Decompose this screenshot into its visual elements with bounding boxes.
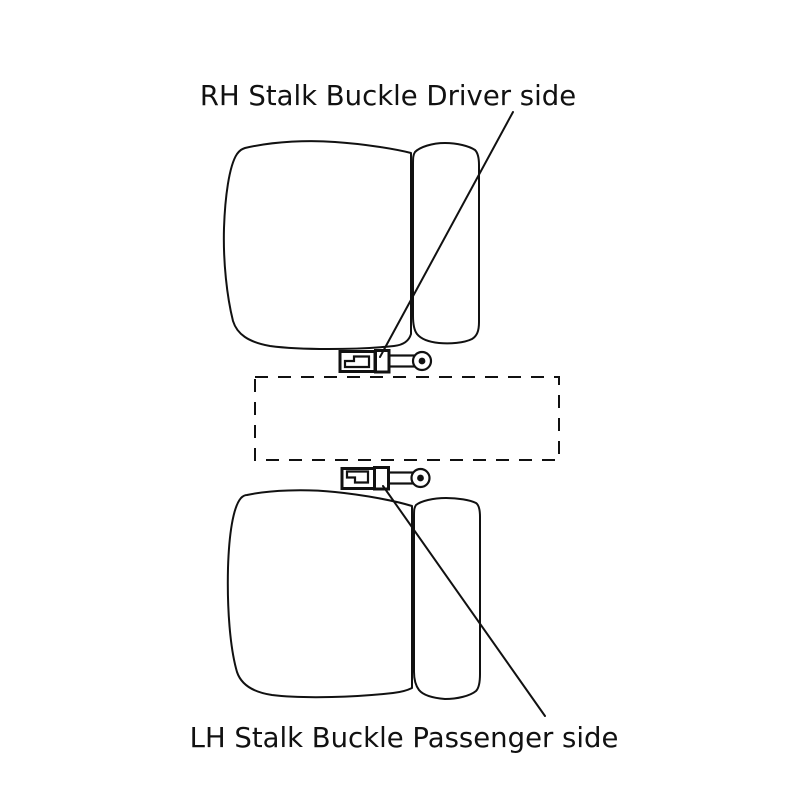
driver-buckle-slot — [343, 355, 371, 369]
driver-seat-cushion — [222, 140, 412, 350]
console-dashed-box — [254, 376, 560, 461]
driver-leader-line — [379, 111, 514, 358]
passenger-callout-label: LH Stalk Buckle Passenger side — [190, 722, 619, 754]
driver-callout-label: RH Stalk Buckle Driver side — [200, 80, 576, 112]
driver-seat — [222, 140, 480, 350]
passenger-seat-bolster — [413, 497, 481, 700]
passenger-stalk-buckle-icon — [340, 466, 431, 491]
passenger-seat-cushion — [226, 489, 413, 699]
driver-stalk-buckle-icon — [338, 349, 433, 374]
passenger-buckle-latch — [373, 466, 390, 491]
driver-seat-bolster — [412, 142, 480, 345]
passenger-buckle-slot — [345, 470, 370, 484]
passenger-leader-line — [382, 485, 546, 717]
driver-buckle-anchor-hole — [418, 357, 426, 365]
driver-buckle-stalk — [387, 354, 417, 368]
passenger-buckle-anchor-hole — [417, 474, 424, 482]
driver-buckle-latch — [374, 349, 391, 374]
passenger-buckle-stalk — [386, 471, 415, 485]
passenger-seat — [226, 489, 481, 700]
